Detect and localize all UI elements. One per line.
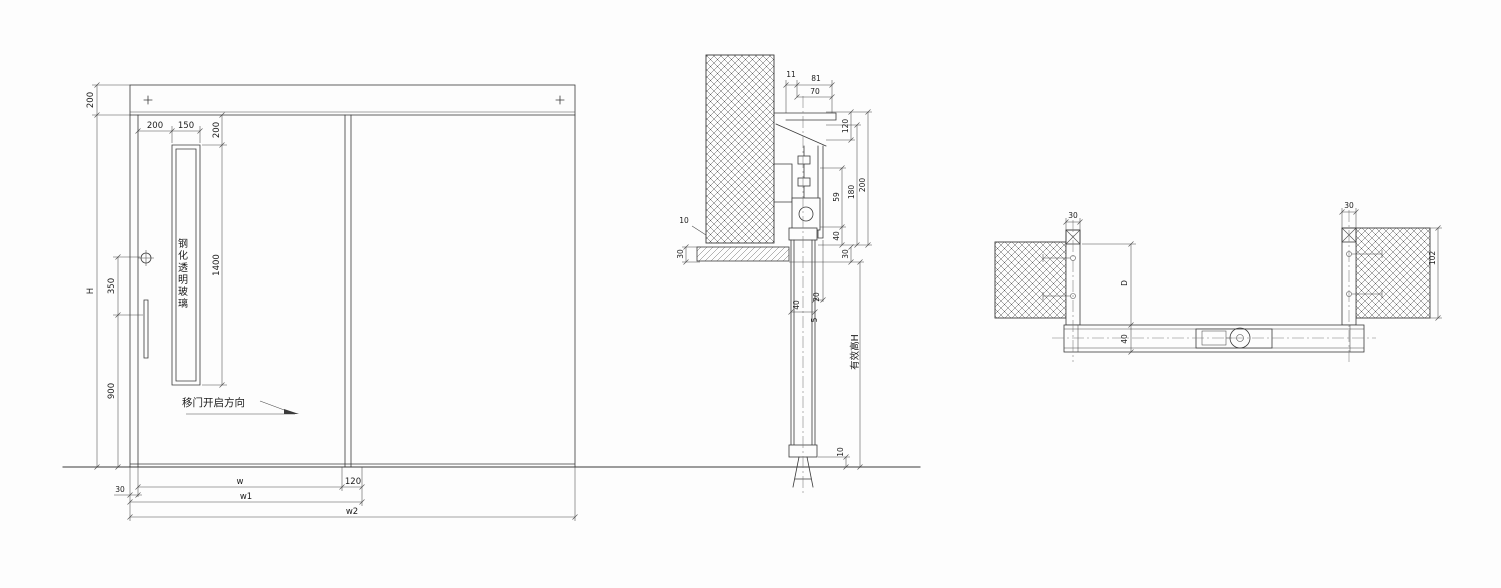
- lock-body: [1195, 328, 1273, 349]
- dim-glass-height: 1400: [212, 254, 222, 276]
- dim-overall-width: w2: [346, 507, 358, 517]
- dim-upper-40: 40: [832, 231, 841, 241]
- section-extension-lines: [682, 80, 872, 458]
- plan-centerlines: [1052, 210, 1376, 362]
- dim-right-30: 30: [841, 249, 850, 259]
- handle-crosshair: [138, 250, 154, 266]
- bolt-left-2: [1070, 293, 1076, 299]
- dim-frame-side: 30: [115, 485, 125, 494]
- pull-handle-slot: [143, 299, 149, 359]
- dim-track-120: 120: [841, 119, 850, 134]
- dim-leaf-40: 40: [792, 300, 801, 310]
- section-dim-ticks: [683, 82, 871, 470]
- dim-glass-width: 150: [178, 121, 194, 131]
- roller-hanger: [791, 197, 821, 231]
- plan-dim-ticks: [1063, 209, 1441, 355]
- dim-left-30: 30: [676, 249, 685, 259]
- lintel-board: [696, 246, 790, 262]
- direction-arrowhead: [284, 409, 299, 414]
- plan-wall-right: [1355, 227, 1431, 319]
- front-elevation-view: 200 H 200 150 200 1400 350 900 30 w 120 …: [62, 82, 641, 521]
- door-panels-outline: [129, 114, 576, 468]
- plus-marks: [143, 95, 565, 105]
- dim-glass-offset-left: 200: [147, 121, 163, 131]
- section-dim-lines: [685, 84, 869, 467]
- bolt-nut-lower: [797, 177, 811, 187]
- dim-top-inner: 70: [810, 87, 820, 96]
- dim-pocket-D: D: [1120, 280, 1129, 286]
- blocking-diagonals: [1065, 227, 1357, 245]
- dim-mech-180: 180: [847, 185, 856, 200]
- dim-mech-200: 200: [858, 178, 867, 193]
- dim-plan-right-30: 30: [1344, 201, 1354, 210]
- front-dim-ticks: [94, 82, 578, 520]
- dim-plan-left-30: 30: [1068, 211, 1078, 220]
- dim-handle-bottom: 900: [107, 383, 117, 399]
- dim-gap-5: 5: [810, 317, 819, 322]
- dim-gap-20: 20: [812, 292, 821, 302]
- glass-material-label: 钢化透明玻璃: [176, 237, 188, 310]
- dim-top-offset: 11: [786, 70, 796, 79]
- dim-glass-offset-top: 200: [212, 122, 222, 138]
- plan-dim-lines: [1066, 211, 1439, 352]
- door-leaf-section: [790, 239, 816, 446]
- front-extension-lines: [92, 84, 576, 521]
- plan-section-view: 30 30 102 D 40: [994, 201, 1442, 362]
- vision-glass-panel: [171, 144, 201, 386]
- wall-hatched: [705, 54, 775, 244]
- dim-floor-10: 10: [836, 447, 845, 457]
- effective-height-label: 有效高H: [849, 334, 861, 370]
- dim-clear-width: w1: [240, 492, 252, 502]
- dim-leaf-width: w: [237, 477, 244, 487]
- direction-label: 移门开启方向: [182, 396, 245, 409]
- dim-top-total: 81: [811, 74, 821, 83]
- vertical-section-view: 11 81 70 120 59 180 200 40 30 10 30 20 4…: [639, 54, 921, 496]
- dim-left-10: 10: [679, 216, 689, 225]
- dim-header-height: 200: [86, 92, 96, 108]
- track-roller: [798, 206, 814, 222]
- track-bracket-assembly: [773, 112, 837, 239]
- dim-bracket-59: 59: [832, 192, 841, 202]
- plan-extension-lines: [1065, 208, 1442, 319]
- dim-wall-102: 102: [1428, 251, 1437, 266]
- bolt-nut-upper: [797, 155, 811, 165]
- front-dim-lines: [96, 85, 575, 518]
- dim-plan-leaf-40: 40: [1120, 334, 1129, 344]
- anchor-bolt-lines: [1042, 250, 1383, 300]
- dim-handle-mid: 350: [107, 278, 117, 294]
- dim-overlap: 120: [345, 477, 361, 487]
- header-track-cover: [129, 84, 576, 116]
- plan-wall-left: [994, 241, 1067, 319]
- dim-overall-height: H: [86, 288, 96, 294]
